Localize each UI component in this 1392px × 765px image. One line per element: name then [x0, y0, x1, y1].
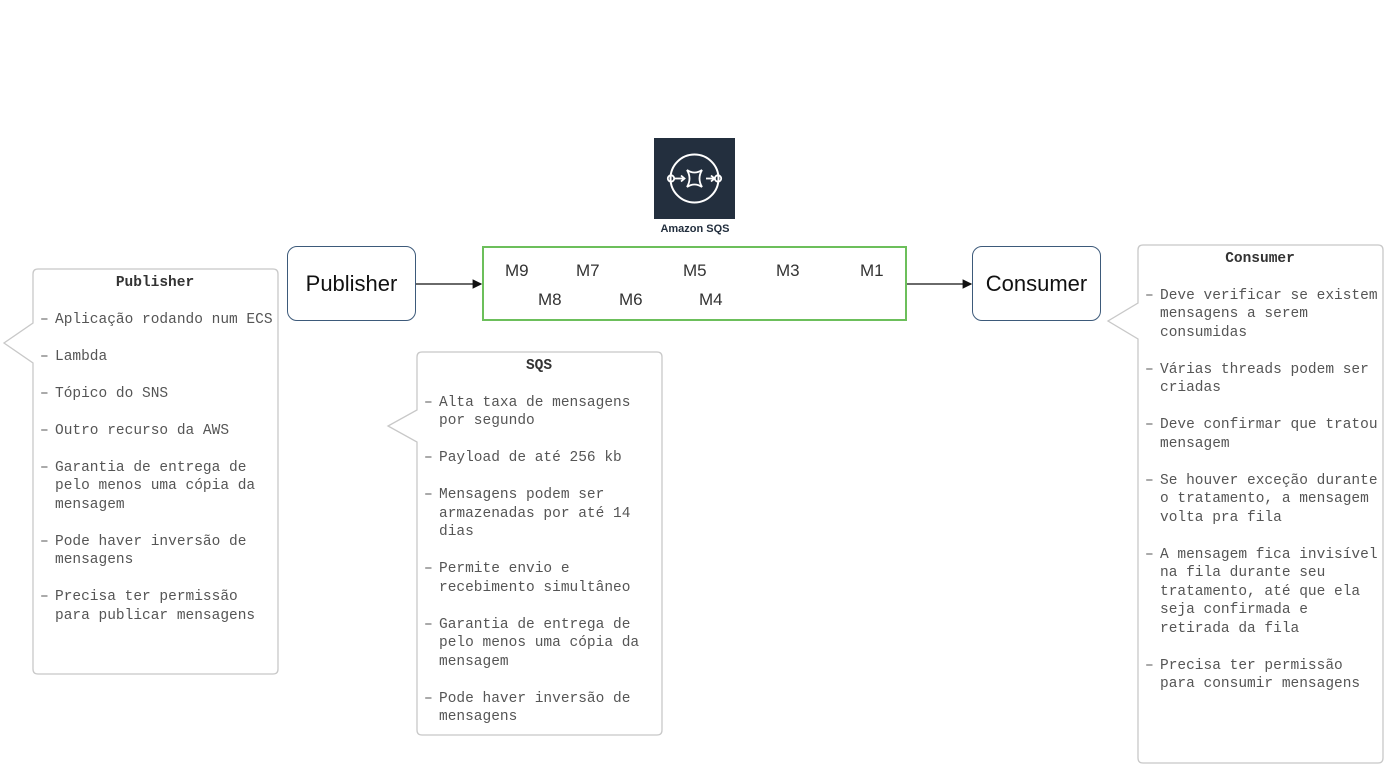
- queue-message-m3: M3: [776, 261, 800, 280]
- publisher-note-item: Pode haver inversão de mensagens: [36, 533, 274, 570]
- sqs-note-item: Alta taxa de mensagens por segundo: [420, 394, 658, 431]
- publisher-note-item: Outro recurso da AWS: [36, 422, 274, 441]
- sqs-note-item: Mensagens podem ser armazenadas por até …: [420, 486, 658, 542]
- queue-message-m8: M8: [538, 290, 562, 309]
- publisher-note-list: Aplicação rodando num ECS Lambda Tópico …: [36, 311, 274, 626]
- publisher-note-item: Aplicação rodando num ECS: [36, 311, 274, 330]
- consumer-node[interactable]: Consumer: [972, 246, 1101, 321]
- amazon-sqs-icon: [654, 138, 735, 219]
- consumer-note-item: Se houver exceção durante o tratamento, …: [1141, 472, 1379, 528]
- sqs-note-item: Payload de até 256 kb: [420, 449, 658, 468]
- queue-message-m7: M7: [576, 261, 600, 280]
- queue-message-m9: M9: [505, 261, 529, 280]
- sqs-note: SQS Alta taxa de mensagens por segundo P…: [420, 357, 658, 745]
- publisher-node[interactable]: Publisher: [287, 246, 416, 321]
- consumer-note-title: Consumer: [1225, 251, 1295, 267]
- sqs-note-item: Pode haver inversão de mensagens: [420, 690, 658, 727]
- queue-message-m1: M1: [860, 261, 884, 280]
- publisher-note-title: Publisher: [115, 275, 195, 291]
- queue-message-m4: M4: [699, 290, 723, 309]
- sqs-note-title: SQS: [525, 358, 553, 374]
- consumer-node-label: Consumer: [985, 270, 1088, 296]
- consumer-note: Consumer Deve verificar se existem mensa…: [1141, 250, 1379, 712]
- publisher-note-item: Precisa ter permissão para publicar mens…: [36, 588, 274, 625]
- consumer-note-item: Precisa ter permissão para consumir mens…: [1141, 657, 1379, 694]
- sqs-note-list: Alta taxa de mensagens por segundo Paylo…: [420, 394, 658, 727]
- sqs-queue[interactable]: M9 M7 M5 M3 M1 M8 M6 M4: [482, 246, 907, 321]
- publisher-note-item: Tópico do SNS: [36, 385, 274, 404]
- consumer-note-list: Deve verificar se existem mensagens a se…: [1141, 287, 1379, 694]
- publisher-node-label: Publisher: [305, 270, 398, 296]
- publisher-note-item: Lambda: [36, 348, 274, 367]
- sqs-note-item: Garantia de entrega de pelo menos uma có…: [420, 616, 658, 672]
- sqs-note-item: Permite envio e recebimento simultâneo: [420, 560, 658, 597]
- publisher-note: Publisher Aplicação rodando num ECS Lamb…: [36, 274, 274, 644]
- consumer-note-item: Deve verificar se existem mensagens a se…: [1141, 287, 1379, 343]
- sqs-caption: Amazon SQS: [660, 223, 730, 235]
- consumer-note-item: Deve confirmar que tratou mensagem: [1141, 416, 1379, 453]
- publisher-note-item: Garantia de entrega de pelo menos uma có…: [36, 459, 274, 515]
- consumer-note-item: Várias threads podem ser criadas: [1141, 361, 1379, 398]
- consumer-note-item: A mensagem fica invisível na fila durant…: [1141, 546, 1379, 639]
- queue-message-m5: M5: [683, 261, 707, 280]
- queue-message-m6: M6: [619, 290, 643, 309]
